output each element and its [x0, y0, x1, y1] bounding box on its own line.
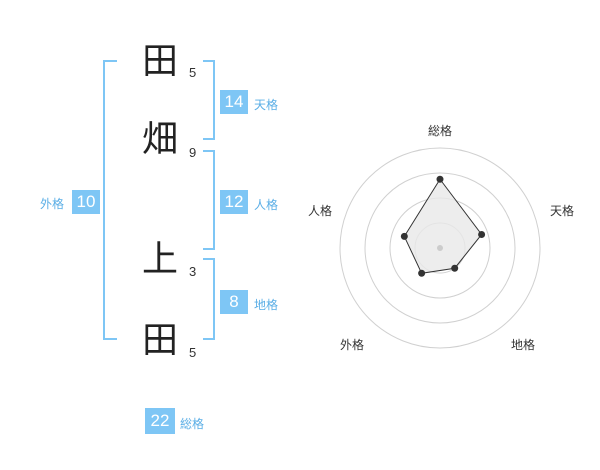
name-char-2: 畑 — [142, 119, 179, 160]
tenkaku-value: 14 — [220, 90, 248, 114]
stroke-count-3: 3 — [189, 264, 197, 279]
jinkaku-value: 12 — [220, 190, 248, 214]
soukaku-label: 総格 — [180, 417, 205, 431]
tenkaku-bracket-top — [203, 60, 215, 62]
jinkaku-bracket-top — [203, 150, 215, 152]
radar-axis-label-soukaku: 総格 — [428, 124, 453, 138]
radar-point-天格 — [478, 230, 486, 238]
stroke-count-1: 5 — [189, 65, 197, 80]
radar-axis-label-jinkaku: 人格 — [308, 204, 333, 218]
chikaku-value: 8 — [220, 290, 248, 314]
name-char-3: 上 — [142, 239, 179, 280]
radar-axis-label-gaikaku: 外格 — [340, 338, 365, 352]
radar-ring-4 — [339, 147, 541, 349]
gaikaku-bracket-bottom — [103, 338, 117, 340]
jinkaku-bracket-vertical — [213, 150, 215, 250]
radar-ring-3 — [364, 172, 516, 324]
stroke-count-4: 5 — [189, 345, 197, 360]
chikaku-label: 地格 — [254, 298, 279, 312]
chikaku-bracket-top — [203, 258, 215, 260]
name-char-1: 田 — [142, 41, 179, 82]
radar-axis-label-tenkaku: 天格 — [550, 204, 575, 218]
jinkaku-label: 人格 — [254, 198, 279, 212]
chikaku-bracket-bottom — [203, 338, 215, 340]
tenkaku-bracket-vertical — [213, 60, 215, 140]
radar-point-人格 — [400, 232, 408, 240]
radar-point-地格 — [451, 264, 459, 272]
radar-point-総格 — [436, 175, 444, 183]
stroke-count-2: 9 — [189, 145, 197, 160]
jinkaku-bracket-bottom — [203, 248, 215, 250]
gaikaku-bracket-top — [103, 60, 117, 62]
tenkaku-label: 天格 — [254, 98, 279, 112]
gaikaku-bracket-vertical — [103, 60, 105, 340]
name-char-4: 田 — [142, 320, 179, 361]
soukaku-value: 22 — [145, 408, 175, 434]
radar-center-dot — [437, 245, 443, 251]
radar-value-polygon — [403, 178, 483, 274]
gaikaku-value: 10 — [72, 190, 100, 214]
chikaku-bracket-vertical — [213, 258, 215, 340]
gaikaku-label: 外格 — [40, 197, 65, 211]
radar-axis-label-chikaku: 地格 — [511, 338, 536, 352]
tenkaku-bracket-bottom — [203, 138, 215, 140]
radar-point-外格 — [418, 269, 426, 277]
